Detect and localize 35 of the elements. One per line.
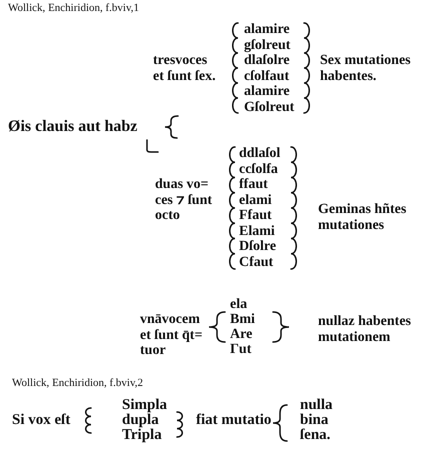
latin-text: ccſolfa bbox=[239, 162, 278, 178]
latin-text: fiat mutatio bbox=[196, 413, 272, 428]
latin-text: Gſolreut bbox=[244, 100, 294, 116]
latin-text: cſolfaut bbox=[244, 69, 290, 84]
latin-text: Tripla bbox=[122, 428, 162, 443]
latin-text: nulla bbox=[300, 398, 333, 413]
latin-text: elami bbox=[239, 193, 272, 208]
source-citation: Wollick, Enchiridion, f.bviv,2 bbox=[12, 377, 144, 390]
latin-text: Bmi bbox=[230, 312, 255, 328]
latin-text: duas vo= ces ⁊ ſunt octo bbox=[155, 177, 212, 224]
latin-text: ddlaſol bbox=[239, 146, 280, 162]
latin-text: Simpla bbox=[122, 398, 168, 413]
latin-text: dlaſolre bbox=[244, 53, 290, 68]
source-citation: Wollick, Enchiridion, f.bviv,1 bbox=[8, 2, 140, 15]
latin-text: tresvoces et ſunt ſex. bbox=[153, 53, 216, 84]
latin-text: gſolreut bbox=[244, 38, 290, 54]
latin-text: ela bbox=[230, 297, 248, 312]
latin-text: ffaut bbox=[239, 177, 268, 192]
latin-text: Øis clauis aut habz bbox=[8, 118, 138, 136]
latin-text: ſena. bbox=[300, 428, 330, 443]
latin-text: vnāvocem et ſunt q̄t= tuor bbox=[140, 312, 202, 358]
latin-text: alamire bbox=[244, 84, 290, 100]
latin-text: Cfaut bbox=[239, 255, 274, 270]
latin-text: Si vox eſt bbox=[12, 413, 70, 428]
latin-text: Geminas hñtes mutationes bbox=[318, 202, 406, 233]
latin-text: Dſolre bbox=[239, 239, 276, 254]
latin-text: Are bbox=[230, 327, 252, 342]
latin-text: Elami bbox=[239, 224, 275, 240]
latin-text: alamire bbox=[244, 22, 290, 38]
latin-text: dupla bbox=[122, 413, 159, 428]
latin-text: bina bbox=[300, 413, 328, 428]
latin-text: Sex mutationes habentes. bbox=[320, 53, 411, 84]
latin-text: Ffaut bbox=[239, 208, 272, 224]
latin-text: nullaz habentes mutationem bbox=[318, 314, 411, 345]
latin-text: Γut bbox=[230, 342, 252, 358]
